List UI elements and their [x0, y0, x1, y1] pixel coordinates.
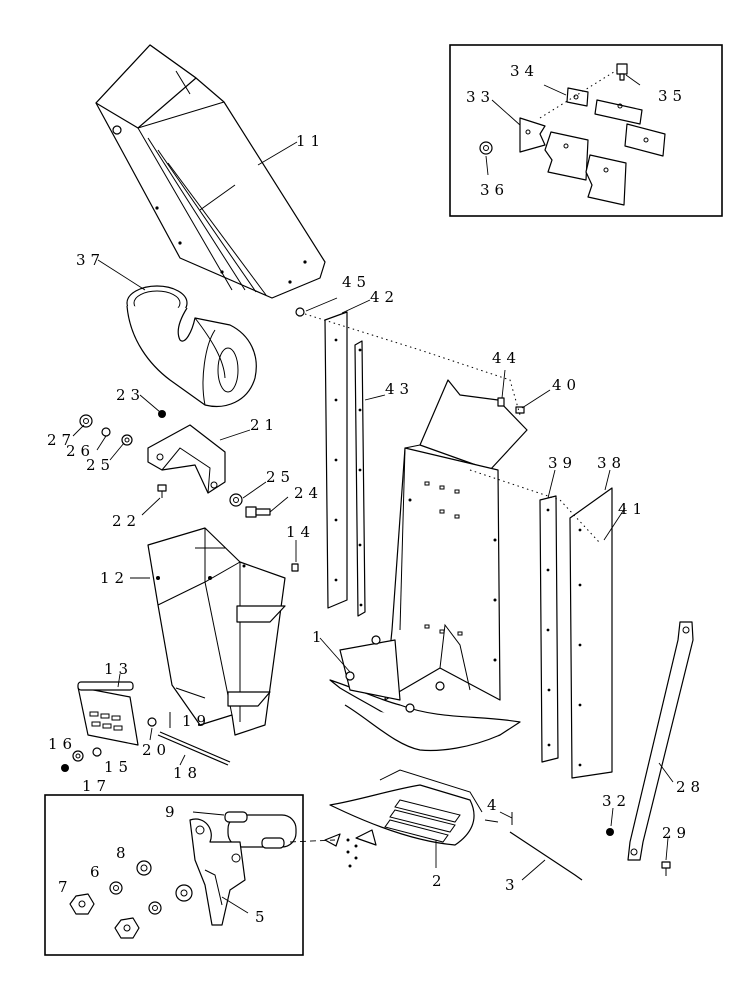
callout-43: 43 [385, 380, 414, 398]
part-38-seal-strip [569, 487, 613, 779]
callout-1: 1 [312, 628, 327, 646]
callout-32: 32 [602, 792, 631, 810]
callout-28: 28 [676, 778, 705, 796]
inset-top-right-parts [479, 63, 666, 206]
callout-29: 29 [662, 824, 691, 842]
callout-35: 35 [658, 87, 687, 105]
callout-25a: 25 [86, 456, 115, 474]
part-35-bolt [616, 63, 628, 81]
inset-frame-bottom-left [44, 794, 304, 956]
callout-18: 18 [173, 764, 202, 782]
part-39-seal-strip [539, 495, 559, 763]
callout-8: 8 [116, 844, 131, 862]
callout-9: 9 [165, 803, 180, 821]
callout-36: 36 [480, 181, 509, 199]
callout-34: 34 [510, 62, 539, 80]
inset-bottom-left-parts [69, 811, 341, 939]
hardware-15-16-17 [61, 712, 231, 772]
inset-frame-top-right [449, 44, 723, 217]
callout-22: 22 [112, 512, 141, 530]
callout-5: 5 [255, 908, 270, 926]
part-45-nut [295, 307, 305, 317]
callout-40: 40 [552, 376, 581, 394]
part-11-upper-chute [95, 44, 326, 299]
part-2-grate [329, 769, 513, 868]
callout-11: 11 [296, 132, 325, 150]
callout-13: 13 [104, 660, 133, 678]
callout-24: 24 [294, 484, 323, 502]
part-43-seal-strip [354, 340, 366, 617]
part-9-plate-with-studs [224, 811, 297, 849]
part-1-main-housing [329, 379, 528, 752]
callout-44: 44 [492, 349, 521, 367]
part-3-rod [509, 831, 583, 881]
part-42-seal-strip [324, 311, 348, 609]
callout-41: 41 [618, 500, 647, 518]
callout-15: 15 [104, 758, 133, 776]
callout-37: 37 [76, 251, 105, 269]
callout-6: 6 [90, 863, 105, 881]
hardware-29-32 [606, 828, 671, 876]
part-37-elbow [126, 285, 257, 407]
callout-45: 45 [342, 273, 371, 291]
callout-17: 17 [82, 777, 111, 795]
callout-23: 23 [116, 386, 145, 404]
callout-12: 12 [100, 569, 129, 587]
callout-19: 19 [182, 712, 211, 730]
callout-27: 27 [47, 431, 76, 449]
callout-20: 20 [142, 741, 171, 759]
callout-42: 42 [370, 288, 399, 306]
callout-21: 21 [250, 416, 279, 434]
callout-38: 38 [597, 454, 626, 472]
callout-25b: 25 [266, 468, 295, 486]
callout-4: 4 [487, 796, 502, 814]
callout-7: 7 [58, 878, 73, 896]
callout-labels: 1 2 3 4 5 6 7 8 9 11 12 13 14 15 16 17 1… [47, 62, 705, 926]
callout-39: 39 [548, 454, 577, 472]
part-12-lower-chute [147, 527, 286, 736]
callout-16: 16 [48, 735, 77, 753]
assembly-dashed-lines [304, 313, 600, 543]
part-21-bracket [147, 424, 226, 494]
part-5-latch-bracket [189, 818, 246, 926]
part-28-brace [627, 621, 694, 861]
callout-2: 2 [432, 872, 447, 890]
callout-26: 26 [66, 442, 95, 460]
part-13-cover-plate [77, 681, 139, 746]
callout-leader-lines [72, 74, 674, 914]
callout-3: 3 [505, 876, 520, 894]
callout-33: 33 [466, 88, 495, 106]
callout-14: 14 [286, 523, 315, 541]
